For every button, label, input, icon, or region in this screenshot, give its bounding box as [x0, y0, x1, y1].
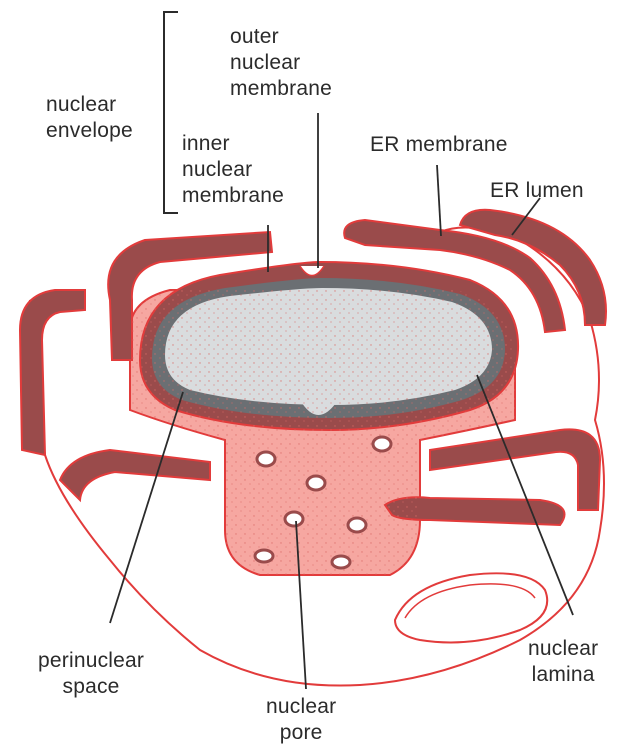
leader-er-membrane — [437, 165, 441, 236]
nuclear-pore — [285, 512, 303, 526]
label-nuclear-envelope: nuclear envelope — [46, 92, 133, 144]
label-nuclear-lamina: nuclear lamina — [528, 636, 598, 688]
nuclear-pore — [255, 550, 273, 562]
label-inner-nuclear-membrane: inner nuclear membrane — [182, 131, 284, 209]
nuclear-pore — [373, 437, 391, 451]
label-outer-nuclear-membrane: outer nuclear membrane — [230, 24, 332, 102]
nuclear-pore — [307, 476, 325, 490]
nuclear-envelope-bracket — [164, 12, 178, 213]
label-nuclear-pore: nuclear pore — [266, 694, 336, 746]
nuclear-pore — [348, 518, 366, 532]
nuclear-pore — [257, 452, 275, 466]
nuclear-pore — [332, 556, 350, 568]
label-er-lumen: ER lumen — [490, 178, 584, 204]
label-er-membrane: ER membrane — [370, 132, 508, 158]
label-perinuclear-space: perinuclear space — [38, 648, 144, 700]
